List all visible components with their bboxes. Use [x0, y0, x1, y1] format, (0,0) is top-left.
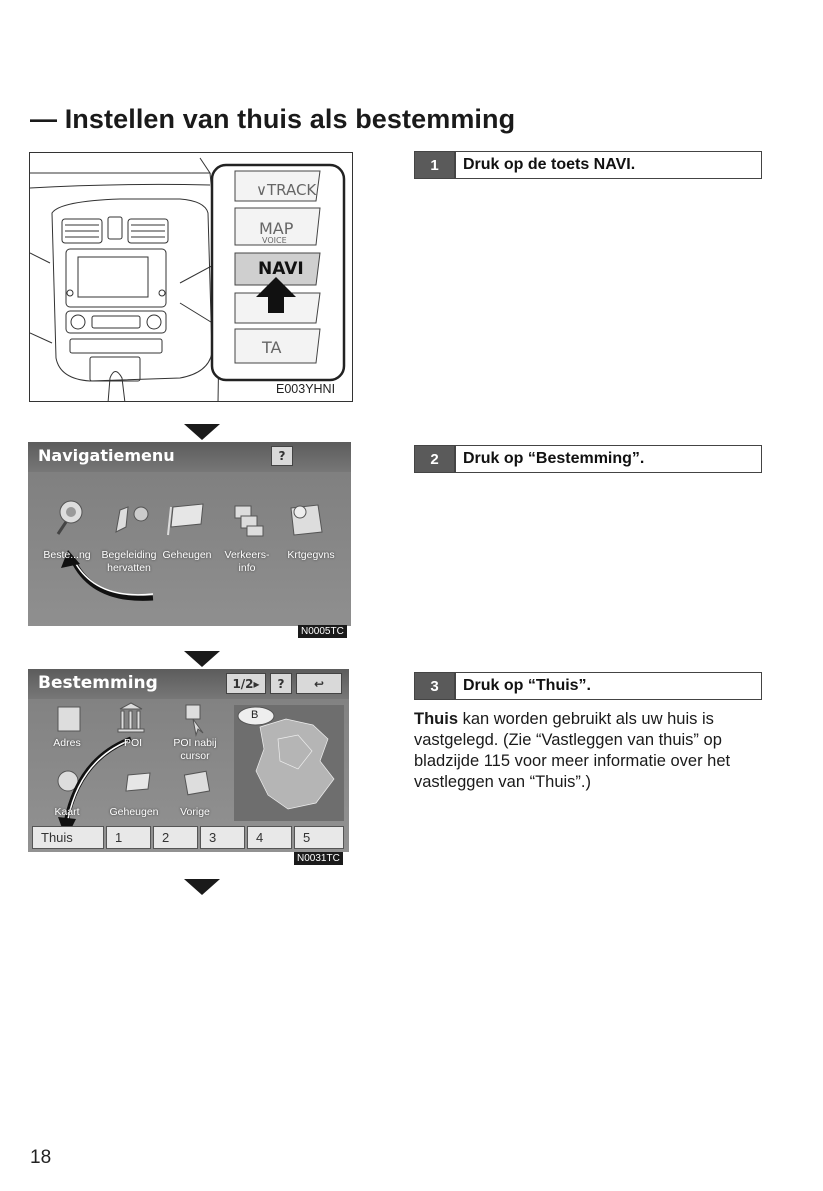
step-number: 1 — [415, 152, 454, 178]
figure-code: N0031TC — [294, 852, 343, 865]
flow-arrow-icon — [184, 651, 220, 667]
map-data-icon — [290, 504, 323, 536]
map-badge: B — [251, 709, 259, 721]
map-button: MAP — [259, 219, 294, 238]
memory-flag-icon — [167, 503, 204, 536]
dashboard-drawing — [30, 157, 346, 401]
destination-icons — [57, 702, 344, 839]
menu-icons — [56, 500, 323, 601]
help-button[interactable]: ? — [270, 673, 292, 694]
figure-code: N0005TC — [298, 625, 347, 638]
menu-item-memory[interactable]: Geheugen — [109, 806, 159, 818]
traffic-info-icon — [234, 505, 264, 537]
screen-title: Bestemming — [38, 673, 158, 693]
note-text: kan worden gebruikt als uw huis is vastg… — [414, 710, 731, 791]
step-text: Druk op “Thuis”. — [463, 677, 591, 694]
step-3: 3 Druk op “Thuis”. — [414, 672, 762, 700]
page-title: — Instellen van thuis als bestemming — [30, 104, 516, 134]
voice-label: VOICE — [262, 236, 287, 245]
figure-code: E003YHNI — [276, 382, 336, 396]
preset-home-button[interactable]: Thuis — [32, 826, 104, 849]
screen-header — [28, 442, 351, 472]
page-button[interactable]: 1/2▸ — [226, 673, 266, 694]
resume-guidance-icon — [115, 506, 149, 533]
navigation-menu-screen: Navigatiemenu ? — [28, 442, 351, 626]
preset-2-button[interactable]: 2 — [153, 826, 198, 849]
track-button: ∨TRACK — [256, 181, 317, 199]
navi-button: NAVI — [258, 259, 304, 279]
destination-icon — [56, 500, 83, 535]
menu-item-traffic[interactable]: Verkeers-info — [224, 549, 270, 574]
preset-4-button[interactable]: 4 — [247, 826, 292, 849]
flow-arrow-icon — [184, 424, 220, 440]
menu-item-memory[interactable]: Geheugen — [162, 549, 212, 561]
menu-item-address[interactable]: Adres — [53, 737, 81, 749]
menu-item-poi[interactable]: POI — [123, 737, 143, 749]
note-bold: Thuis — [414, 710, 458, 728]
flow-arrow-icon — [184, 879, 220, 895]
menu-item-previous[interactable]: Vorige — [180, 806, 210, 818]
menu-item-resume[interactable]: Begeleiding hervatten — [101, 549, 157, 574]
step-text: Druk op “Bestemming”. — [463, 450, 645, 467]
preset-3-button[interactable]: 3 — [200, 826, 245, 849]
help-button[interactable]: ? — [271, 446, 293, 466]
step-1: 1 Druk op de toets NAVI. — [414, 151, 762, 179]
back-button[interactable]: ↩ — [296, 673, 342, 694]
step-number: 3 — [415, 673, 454, 699]
menu-item-map[interactable]: Kaart — [54, 806, 80, 818]
ta-button: TA — [262, 338, 282, 357]
preset-1-button[interactable]: 1 — [106, 826, 151, 849]
preset-5-button[interactable]: 5 — [294, 826, 344, 849]
destination-screen: Bestemming 1/2▸ ? ↩ B Adres — [28, 669, 349, 852]
menu-item-poi-cursor[interactable]: POI nabij cursor — [173, 737, 217, 762]
step-text: Druk op de toets NAVI. — [463, 156, 636, 173]
step-number: 2 — [415, 446, 454, 472]
menu-item-mapdata[interactable]: Krtgegvns — [287, 549, 335, 561]
screen-header — [28, 669, 349, 699]
step3-note: Thuis kan worden gebruikt als uw huis is… — [414, 709, 774, 793]
step-2: 2 Druk op “Bestemming”. — [414, 445, 762, 473]
menu-item-destination[interactable]: Beste...ng — [43, 549, 91, 561]
screen-title: Navigatiemenu — [38, 446, 175, 465]
page-number: 18 — [30, 1147, 52, 1168]
dashboard-illustration: ∨TRACK MAP VOICE NAVI TA E003YHNI — [29, 152, 353, 402]
